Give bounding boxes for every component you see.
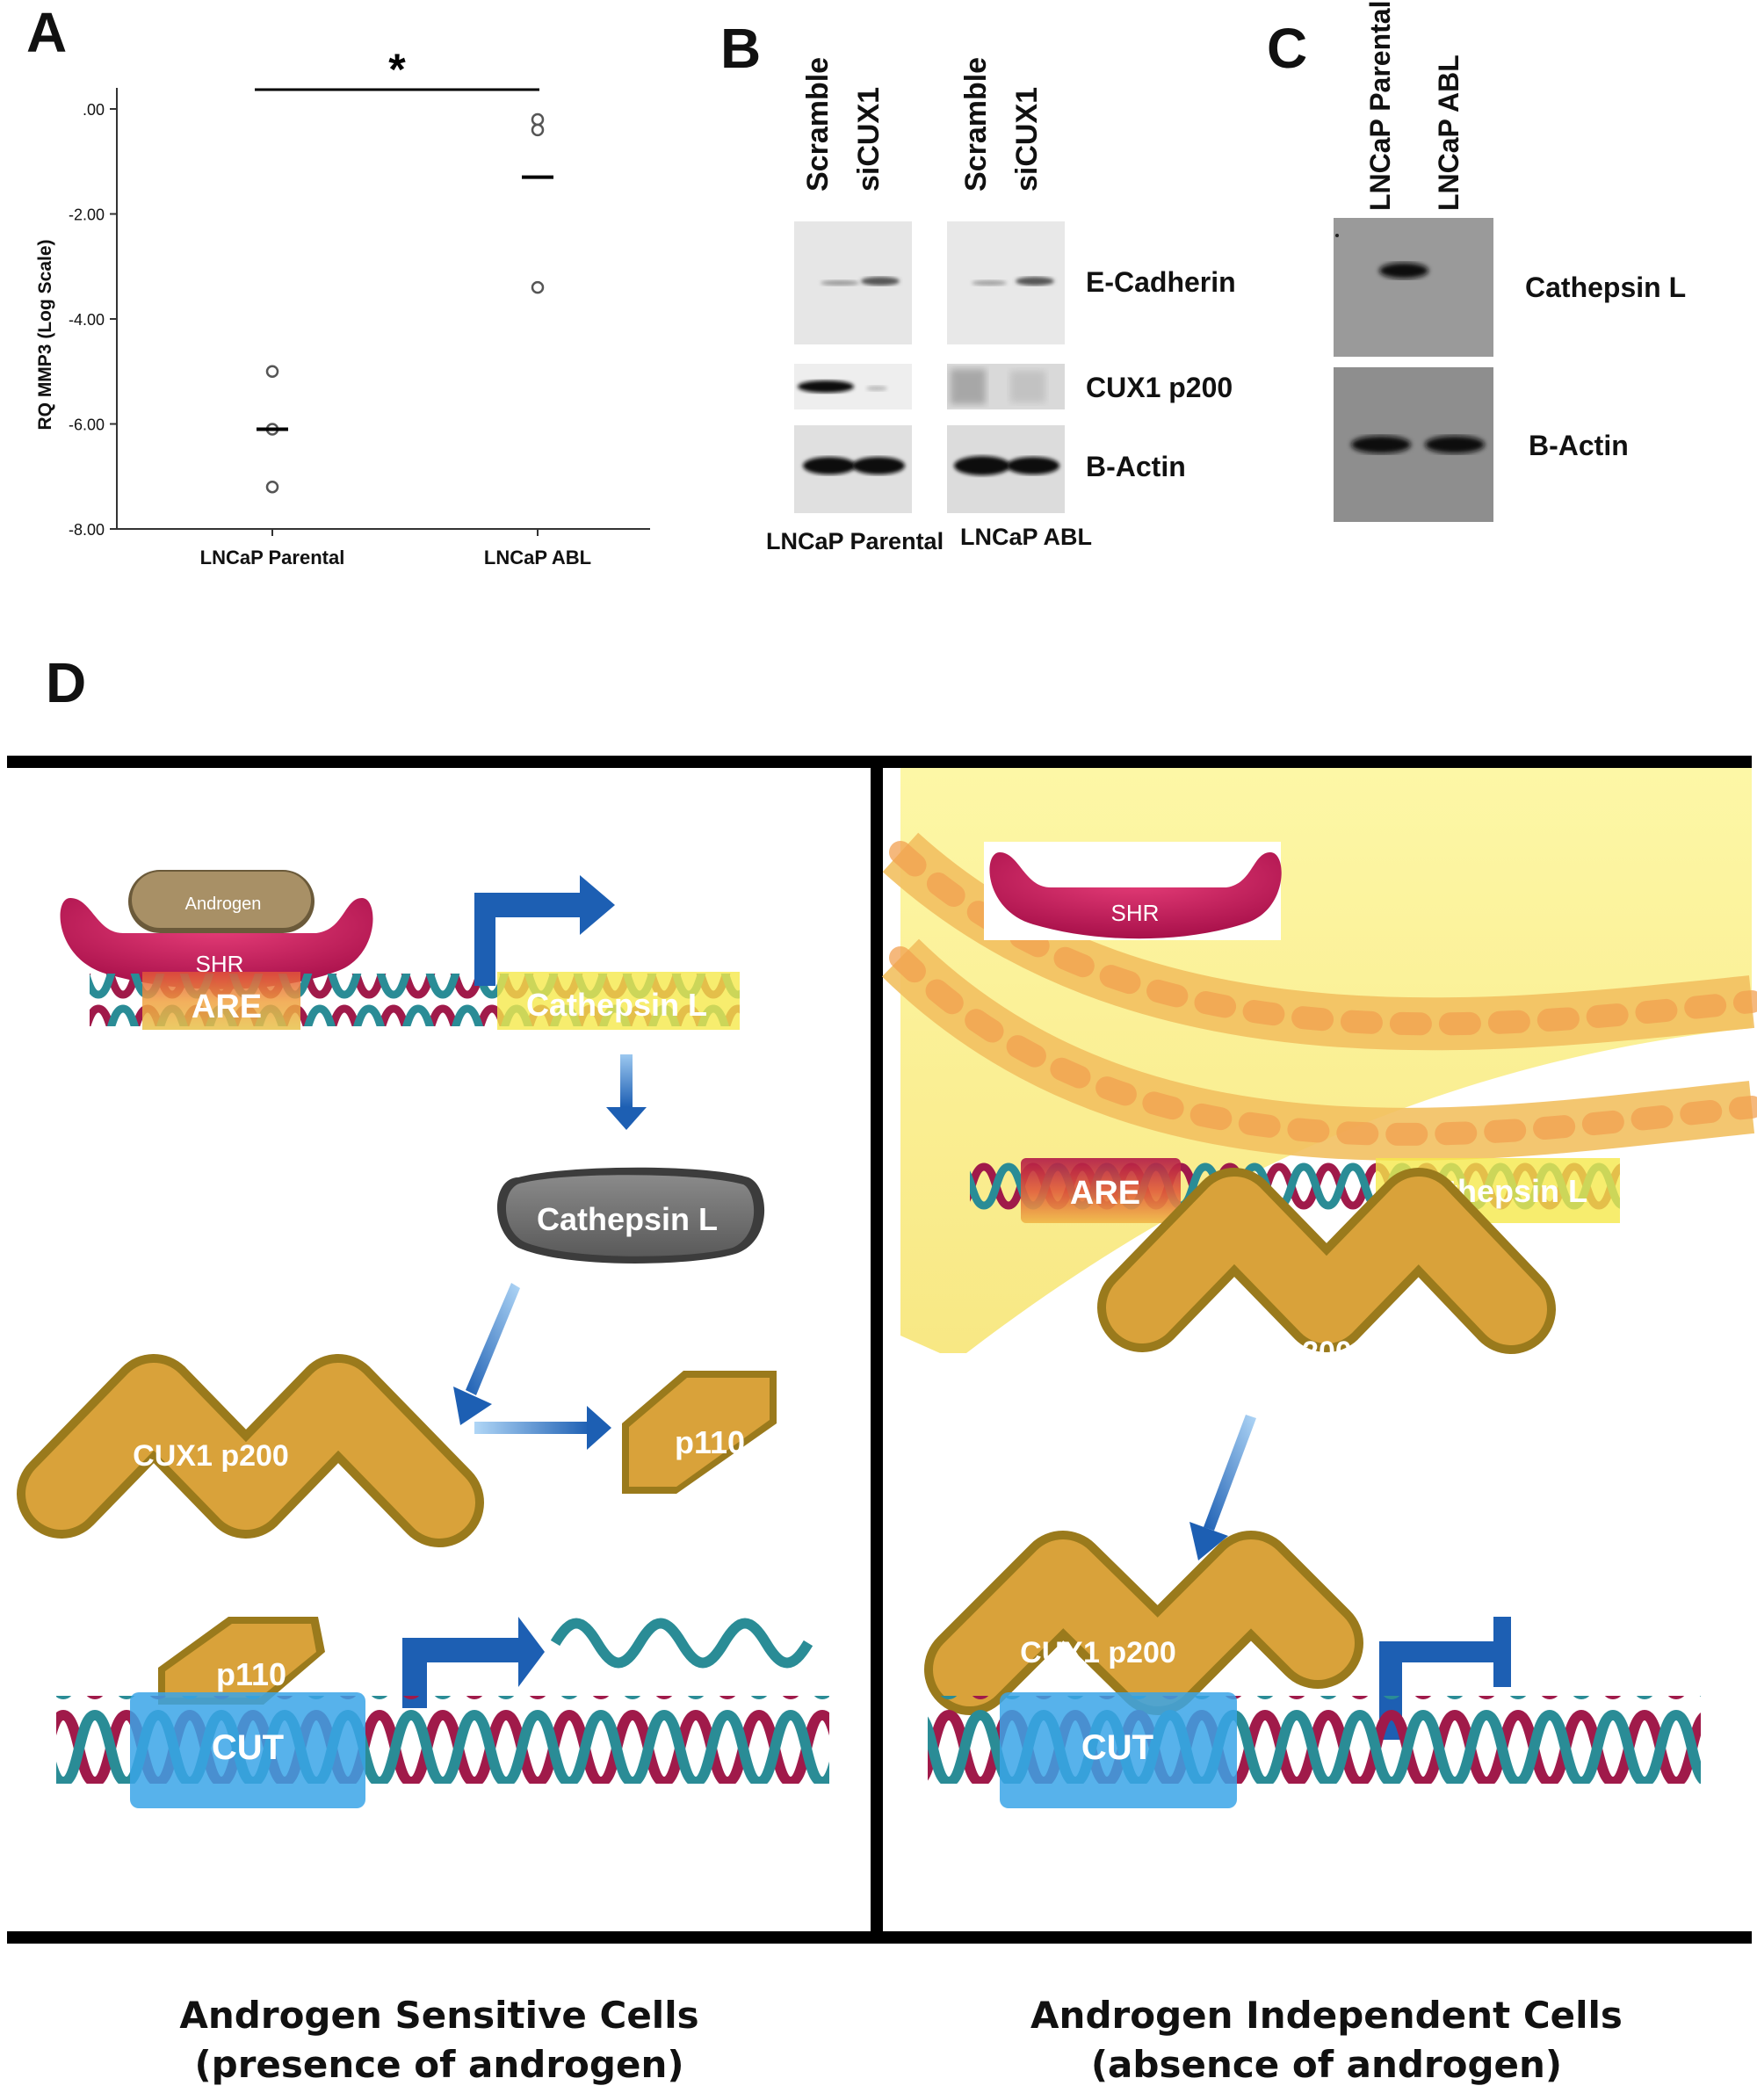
- band-label-e-cadherin: E-Cadherin: [1086, 266, 1236, 298]
- blot-b-actin: [794, 425, 1065, 513]
- y-tick-label: -6.00: [69, 416, 105, 434]
- shr-receptor-left: [60, 898, 373, 989]
- panel-label-d: D: [46, 651, 87, 714]
- are-region-left: [142, 972, 300, 1030]
- blot-cathepsin-l: [1334, 218, 1493, 357]
- mrna-strand: [550, 1618, 813, 1669]
- data-point: [531, 280, 545, 294]
- blot-cux1-p200: [794, 364, 1065, 409]
- western-blot-c: LNCaP Parental LNCaP ABL Cathepsin L B-A…: [1334, 1, 1686, 522]
- data-point: [531, 112, 545, 127]
- blot-b-actin-c: [1334, 367, 1493, 522]
- cut-label-left: CUT: [212, 1728, 284, 1767]
- frame-top-line: [7, 756, 1752, 768]
- cut-label-right: CUT: [1081, 1728, 1153, 1767]
- scatter-chart: .00 -2.00 -4.00 -6.00 -8.00 RQ MMP3 (Log Scal…: [35, 45, 650, 568]
- frame-divider: [871, 764, 883, 1933]
- group-label-abl: LNCaP ABL: [960, 524, 1092, 550]
- group-label-parental: LNCaP Parental: [766, 528, 944, 554]
- caption-left-line2: (presence of androgen): [194, 2043, 684, 2086]
- cathepsin-protein-label: Cathepsin L: [537, 1201, 718, 1237]
- x-tick-label: LNCaP ABL: [484, 547, 591, 568]
- cathepsin-l-protein: [496, 1167, 765, 1264]
- band-label-cathepsin-l: Cathepsin L: [1525, 272, 1686, 303]
- panel-label-c: C: [1267, 17, 1308, 80]
- shr-label-right: SHR: [1111, 900, 1160, 926]
- arrow-to-cathepsin-protein: [606, 1054, 647, 1130]
- lane-label-scramble-abl: Scramble: [959, 57, 993, 192]
- y-tick-label: -2.00: [69, 206, 105, 224]
- p110-label-top: p110: [675, 1424, 745, 1460]
- lane-label-sicux1-abl: siCUX1: [1010, 87, 1044, 192]
- significance-star: *: [388, 45, 406, 94]
- arrow-cathepsin-to-cux1: [453, 1283, 520, 1425]
- are-label-right: ARE: [1070, 1175, 1140, 1212]
- y-axis-label: RQ MMP3 (Log Scale): [35, 239, 55, 430]
- cut-domain-left: [130, 1692, 365, 1808]
- y-tick-label: -4.00: [69, 311, 105, 329]
- cathepsin-gene-label-left: Cathepsin L: [526, 987, 707, 1023]
- data-point: [265, 365, 279, 378]
- y-tick-label: -8.00: [69, 521, 105, 539]
- cathepsin-gene-left: [497, 972, 740, 1030]
- lane-label-sicux1-parental: siCUX1: [852, 87, 886, 192]
- lane-label-lncap-parental: LNCaP Parental: [1364, 1, 1396, 212]
- cux1-label-right-top: CUX1 p200: [1196, 1336, 1352, 1369]
- data-point: [531, 123, 545, 137]
- caption-right: Androgen Independent Cells (absence of a…: [975, 1991, 1678, 2089]
- band-label-cux1-p200: CUX1 p200: [1086, 372, 1233, 403]
- shr-receptor-right: [989, 852, 1282, 939]
- arrow-cux1-down-right: [1189, 1415, 1256, 1561]
- cux1-p200-right-top: [1097, 1168, 1556, 1354]
- panel-label-b: B: [720, 17, 762, 80]
- caption-left: Androgen Sensitive Cells (presence of an…: [88, 1991, 791, 2089]
- cut-domain-right: [1000, 1692, 1237, 1808]
- androgen: [128, 870, 315, 933]
- panel-label-a: A: [26, 1, 68, 64]
- p110-fragment-bottom: [158, 1617, 325, 1705]
- cux1-p200-left: [17, 1354, 484, 1547]
- repression-symbol: [1379, 1617, 1511, 1740]
- band-label-b-actin: B-Actin: [1086, 451, 1186, 482]
- frame-bottom-line: [7, 1931, 1752, 1944]
- blot-e-cadherin: [794, 221, 1065, 344]
- transcription-arrow-bottom-left: [402, 1617, 545, 1708]
- are-label-left: ARE: [192, 988, 262, 1025]
- arrow-cux1-to-p110: [474, 1406, 611, 1450]
- p110-label-bottom: p110: [216, 1656, 286, 1692]
- cux1-p200-right-bottom: [924, 1531, 1363, 1715]
- caption-right-line2: (absence of androgen): [1090, 2043, 1563, 2086]
- lane-label-scramble-parental: Scramble: [801, 57, 835, 192]
- caption-right-line1: Androgen Independent Cells: [1030, 1994, 1623, 2037]
- androgen-label: Androgen: [185, 894, 262, 914]
- transcription-arrow-top-left: [474, 875, 615, 986]
- data-point: [265, 480, 279, 494]
- lane-label-lncap-abl: LNCaP ABL: [1433, 54, 1464, 211]
- mechanism-diagram: Androgen SHR ARE Cathepsin L Cathepsin L…: [7, 756, 1757, 1944]
- band-label-b-actin-c: B-Actin: [1529, 430, 1629, 461]
- are-region-right: [1021, 1158, 1181, 1223]
- y-tick-label: .00: [83, 101, 105, 119]
- x-tick-label: LNCaP Parental: [200, 547, 345, 568]
- western-blot-b: Scramble siCUX1 Scramble siCUX1 E-Cadher…: [766, 57, 1236, 554]
- caption-left-line1: Androgen Sensitive Cells: [179, 1994, 699, 2037]
- p110-fragment-top: [622, 1371, 777, 1494]
- cux1-label-left: CUX1 p200: [133, 1439, 289, 1473]
- cux1-label-right-bottom: CUX1 p200: [1020, 1636, 1176, 1669]
